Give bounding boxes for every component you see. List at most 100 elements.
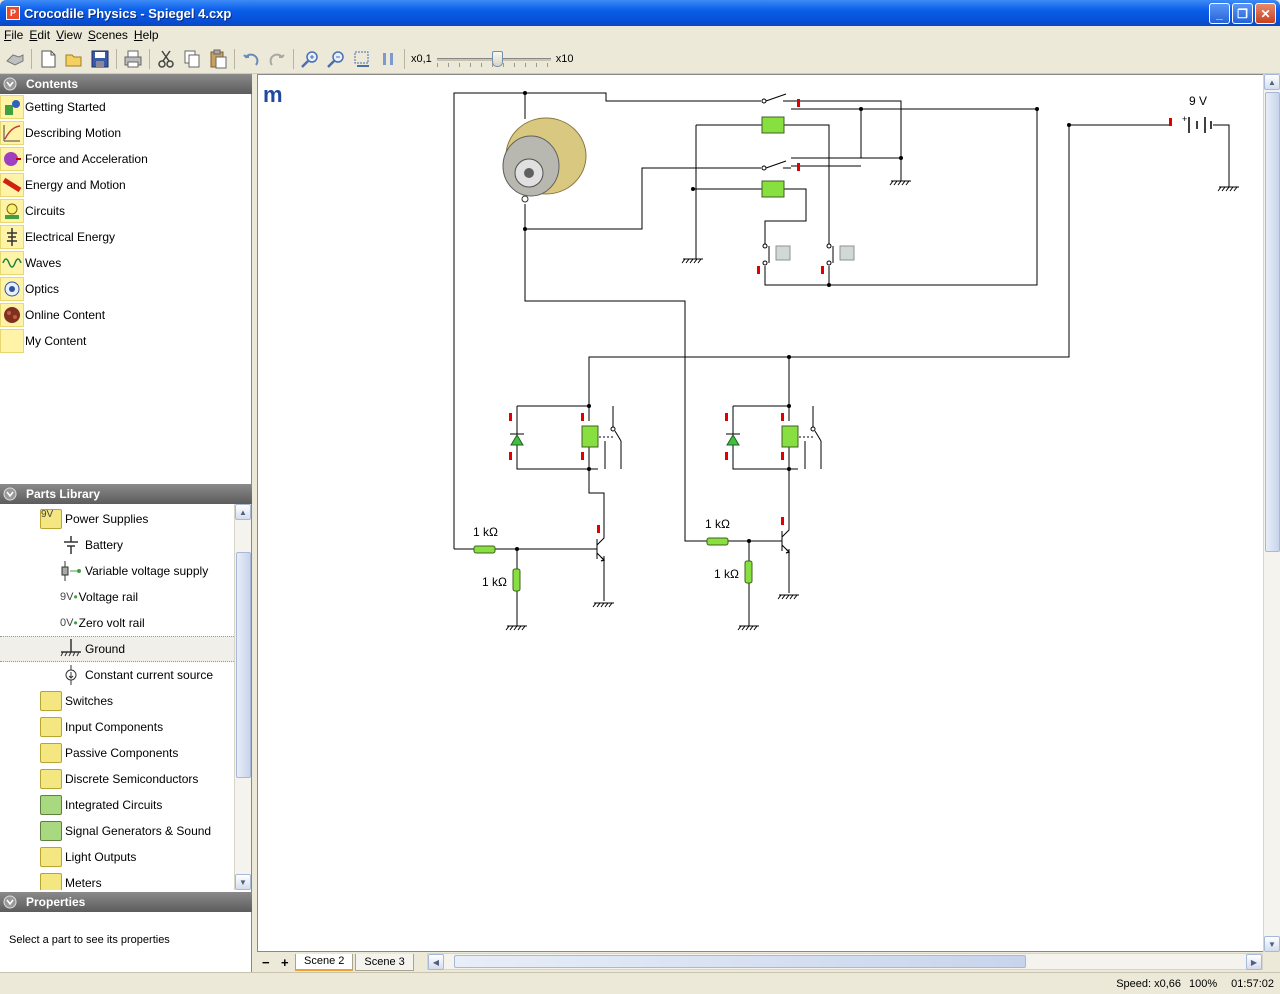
canvas-hscroll-thumb[interactable]	[454, 955, 1026, 968]
save-button[interactable]	[88, 47, 112, 71]
remove-scene-button[interactable]: −	[262, 954, 270, 970]
parts-library-header[interactable]: Parts Library	[0, 484, 252, 504]
battery-9v[interactable]: + 9 V	[1182, 94, 1212, 133]
toolbar-separator	[234, 48, 235, 69]
printer-icon	[124, 50, 142, 67]
scroll-down-button[interactable]: ▼	[235, 874, 251, 890]
parts-scrollbar[interactable]: ▲ ▼	[234, 504, 251, 890]
parts-scrollbar-thumb[interactable]	[236, 552, 251, 778]
hand-tool-button[interactable]	[3, 47, 27, 71]
zoom-fit-button[interactable]	[350, 47, 374, 71]
scroll-up-button[interactable]: ▲	[235, 504, 251, 520]
contents-item-circuits[interactable]: Circuits	[0, 198, 252, 224]
push-button[interactable]	[826, 243, 855, 266]
close-button[interactable]: ✕	[1255, 3, 1276, 24]
energy-icon	[0, 173, 24, 197]
npn-transistor[interactable]	[581, 521, 606, 562]
open-button[interactable]	[62, 47, 86, 71]
part-label: Battery	[85, 538, 124, 552]
tab-scene-2[interactable]: Scene 2	[295, 953, 354, 971]
zoom-in-icon	[301, 50, 318, 68]
minimize-button[interactable]: _	[1209, 3, 1230, 24]
diode[interactable]	[726, 433, 740, 446]
variable-supply-icon	[60, 560, 82, 582]
contents-item-my-content[interactable]: My Content	[0, 328, 252, 354]
menu-edit[interactable]: Edit	[29, 28, 51, 42]
new-button[interactable]	[36, 47, 60, 71]
relay-contact	[761, 93, 791, 171]
parts-folder-power-supplies[interactable]: 9V Power Supplies	[0, 506, 234, 532]
zoom-in-button[interactable]	[298, 47, 322, 71]
parts-folder-light-outputs[interactable]: Light Outputs	[0, 844, 234, 870]
npn-transistor[interactable]	[771, 517, 791, 554]
contents-item-energy-and-motion[interactable]: Energy and Motion	[0, 172, 252, 198]
contents-item-online-content[interactable]: Online Content	[0, 302, 252, 328]
redo-arrow-icon	[269, 53, 285, 66]
contents-header[interactable]: Contents	[0, 74, 252, 94]
scroll-right-button[interactable]: ▶	[1246, 954, 1262, 970]
diode[interactable]	[510, 433, 524, 446]
parts-folder-switches[interactable]: Switches	[0, 688, 234, 714]
circuit-diagram[interactable]: + 9 V	[258, 75, 1263, 951]
part-label: Integrated Circuits	[65, 798, 163, 812]
zoom-status: 100%	[1189, 977, 1218, 990]
menu-scenes[interactable]: Scenes	[87, 28, 128, 42]
parts-folder-meters[interactable]: Meters	[0, 870, 234, 890]
zoom-out-button[interactable]	[324, 47, 348, 71]
contents-item-electrical-energy[interactable]: Electrical Energy	[0, 224, 252, 250]
tab-scene-3[interactable]: Scene 3	[355, 953, 414, 971]
menu-file[interactable]: File	[4, 28, 24, 42]
app-icon: P	[6, 6, 20, 20]
part-variable-voltage-supply[interactable]: Variable voltage supply	[0, 558, 234, 584]
contents-item-waves[interactable]: Waves	[0, 250, 252, 276]
speed-slider[interactable]	[435, 49, 553, 69]
parts-folder-discrete-semiconductors[interactable]: Discrete Semiconductors	[0, 766, 234, 792]
copy-button[interactable]	[180, 47, 204, 71]
contents-item-getting-started[interactable]: Getting Started	[0, 94, 252, 120]
parts-folder-passive-components[interactable]: Passive Components	[0, 740, 234, 766]
part-label: Variable voltage supply	[85, 564, 209, 578]
part-ground[interactable]: Ground	[0, 636, 234, 662]
cut-button[interactable]	[154, 47, 178, 71]
part-constant-current-source[interactable]: Constant current source	[0, 662, 234, 688]
add-scene-button[interactable]: +	[281, 954, 289, 970]
push-button[interactable]	[762, 243, 791, 266]
restore-button[interactable]: ❐	[1232, 3, 1253, 24]
parts-folder-input-components[interactable]: Input Components	[0, 714, 234, 740]
contents-item-describing-motion[interactable]: Describing Motion	[0, 120, 252, 146]
contents-item-force-and-acceleration[interactable]: Force and Acceleration	[0, 146, 252, 172]
resistor[interactable]	[473, 545, 496, 554]
scroll-up-button[interactable]: ▲	[1264, 74, 1280, 90]
part-zero-volt-rail[interactable]: 0V • Zero volt rail	[0, 610, 234, 636]
part-battery[interactable]: Battery	[0, 532, 234, 558]
redo-button[interactable]	[265, 47, 289, 71]
circuit-canvas[interactable]: + 9 V	[257, 74, 1264, 952]
relay-coil[interactable]	[761, 180, 785, 198]
undo-button[interactable]	[239, 47, 263, 71]
part-label: Input Components	[65, 720, 164, 734]
scroll-left-button[interactable]: ◀	[428, 954, 444, 970]
part-voltage-rail[interactable]: 9V • Voltage rail	[0, 584, 234, 610]
parts-folder-integrated-circuits[interactable]: Integrated Circuits	[0, 792, 234, 818]
menu-help[interactable]: Help	[133, 28, 159, 42]
resistor[interactable]	[744, 560, 753, 584]
print-button[interactable]	[121, 47, 145, 71]
scroll-down-button[interactable]: ▼	[1264, 936, 1280, 952]
pause-button[interactable]	[376, 47, 400, 71]
canvas-horizontal-scrollbar[interactable]: ◀ ▶	[427, 953, 1263, 970]
relay-coil[interactable]	[761, 116, 785, 134]
speed-slider-thumb[interactable]	[491, 50, 503, 67]
menu-view[interactable]: View	[56, 28, 82, 42]
resistor[interactable]	[512, 568, 521, 592]
dc-motor[interactable]	[502, 117, 587, 203]
resistor[interactable]	[706, 537, 729, 546]
properties-header[interactable]: Properties	[0, 892, 252, 912]
parts-folder-signal-generators[interactable]: Signal Generators & Sound	[0, 818, 234, 844]
paste-button[interactable]	[206, 47, 230, 71]
resistor-label: 1 kΩ	[705, 517, 730, 531]
canvas-vscroll-thumb[interactable]	[1265, 92, 1280, 552]
relay-coil[interactable]	[581, 425, 599, 448]
canvas-vertical-scrollbar[interactable]: ▲ ▼	[1263, 74, 1280, 952]
contents-item-optics[interactable]: Optics	[0, 276, 252, 302]
relay-coil[interactable]	[781, 425, 799, 448]
